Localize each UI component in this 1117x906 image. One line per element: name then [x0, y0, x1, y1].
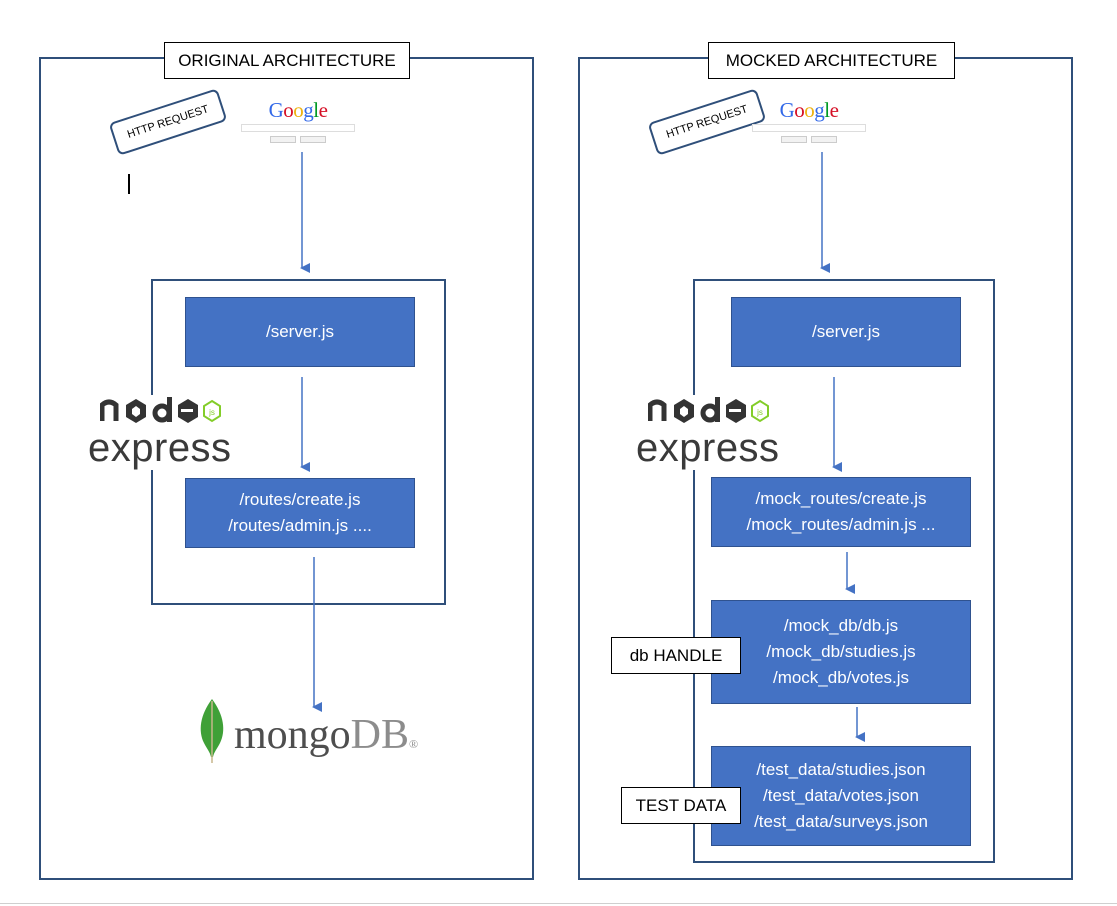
test-data-label: TEST DATA	[621, 787, 741, 824]
test-data-box: /test_data/studies.json /test_data/votes…	[711, 746, 971, 846]
express-logo: express	[636, 426, 780, 470]
svg-text:js: js	[208, 408, 215, 417]
google-logo: Google	[750, 98, 868, 143]
google-lucky-button	[300, 136, 326, 143]
google-search-button	[781, 136, 807, 143]
mocked-architecture-title: MOCKED ARCHITECTURE	[708, 42, 955, 79]
mongodb-logo: mongoDB®	[196, 697, 446, 765]
mock-db-file: /mock_db/db.js	[783, 616, 899, 635]
mocked-server-box: /server.js	[731, 297, 961, 367]
google-search-bar	[241, 124, 355, 132]
node-js-logo: js	[648, 397, 769, 423]
google-lucky-button	[811, 136, 837, 143]
mock-routes-admin-label: /mock_routes/admin.js ...	[746, 515, 936, 534]
bottom-divider	[0, 903, 1117, 904]
express-logo: express	[88, 426, 232, 470]
original-routes-box: /routes/create.js /routes/admin.js ....	[185, 478, 415, 548]
google-search-button	[270, 136, 296, 143]
server-file-label: /server.js	[811, 322, 881, 341]
test-data-studies-file: /test_data/studies.json	[756, 760, 926, 779]
svg-text:js: js	[756, 408, 763, 417]
node-express-logo: js express	[86, 395, 231, 470]
server-file-label: /server.js	[265, 322, 335, 341]
node-express-logo: js express	[634, 395, 779, 470]
mock-routes-box: /mock_routes/create.js /mock_routes/admi…	[711, 477, 971, 547]
mock-db-box: /mock_db/db.js /mock_db/studies.js /mock…	[711, 600, 971, 704]
mock-db-studies-file: /mock_db/studies.js	[766, 642, 916, 661]
mongodb-wordmark: mongoDB®	[234, 712, 419, 758]
google-wordmark: Google	[268, 98, 328, 122]
mock-routes-create-label: /mock_routes/create.js	[755, 489, 927, 508]
original-architecture-title: ORIGINAL ARCHITECTURE	[164, 42, 410, 79]
original-server-box: /server.js	[185, 297, 415, 367]
google-search-bar	[752, 124, 866, 132]
db-handle-label: db HANDLE	[611, 637, 741, 674]
text-cursor	[128, 174, 130, 194]
google-wordmark: Google	[779, 98, 839, 122]
mock-db-votes-file: /mock_db/votes.js	[772, 668, 910, 687]
node-js-logo: js	[100, 397, 221, 423]
google-logo: Google	[239, 98, 357, 143]
routes-admin-label: /routes/admin.js ....	[228, 516, 372, 535]
mongodb-leaf-icon	[200, 699, 224, 763]
routes-create-label: /routes/create.js	[239, 490, 361, 509]
test-data-surveys-file: /test_data/surveys.json	[754, 812, 928, 831]
test-data-votes-file: /test_data/votes.json	[763, 786, 919, 805]
